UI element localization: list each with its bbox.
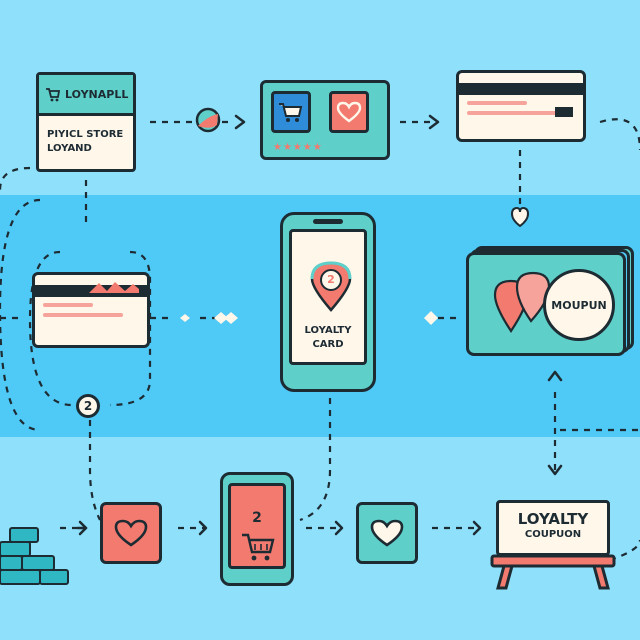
card-stripe: [459, 83, 583, 95]
phone-notch: [313, 219, 343, 224]
loyalty-coupon-line1: LOYALTY: [517, 510, 589, 528]
cart-phone: 2: [220, 472, 294, 586]
credit-card-top: [456, 70, 586, 142]
map-pin-icon: [493, 271, 551, 333]
store-card-line1: PIYICL STORE: [47, 129, 124, 140]
heart-tile-coral: [100, 502, 162, 564]
phone-screen: 2 LOYALTY CARD: [289, 229, 367, 365]
phone-badge-number: 2: [327, 273, 335, 286]
card-line: [467, 111, 557, 115]
coupon-card-stack: MOUPUN: [466, 246, 638, 356]
heart-icon: [336, 101, 362, 123]
heart-icon: [370, 519, 404, 547]
card-chip: [555, 107, 573, 117]
loyalty-card-label: LOYALTY CARD: [292, 324, 364, 352]
store-card-header: LOYNAPLL: [39, 75, 133, 116]
cart-icon: [242, 533, 275, 561]
heart-icon: [114, 519, 148, 547]
credit-card-left: [32, 272, 150, 348]
shop-tablet: ★★★★★: [260, 80, 390, 160]
coupon-seal-text: MOUPUN: [551, 298, 607, 312]
loyalty-card-line1: LOYALTY: [304, 325, 352, 336]
loyalty-card-phone: 2 LOYALTY CARD: [280, 212, 376, 392]
heart-tile-teal: [356, 502, 418, 564]
card-line: [43, 303, 93, 307]
coupon-layer-front: MOUPUN: [466, 252, 626, 356]
loyalty-coupon-sign: LOYALTY COUPUON: [496, 500, 610, 556]
mountain-icon: [89, 282, 139, 293]
cart-icon: [279, 103, 303, 122]
cart-phone-badge: 2: [252, 510, 262, 526]
map-pin-icon: [310, 261, 352, 312]
physical-store-card: LOYNAPLL PIYICL STORE LOYAND: [36, 72, 136, 172]
rating-stars-icon: ★★★★★: [273, 142, 323, 153]
cart-phone-screen: 2: [228, 483, 286, 569]
loyalty-card-line2: CARD: [312, 339, 344, 350]
store-card-line2: LOYAND: [47, 143, 92, 154]
step-badge: 2: [76, 394, 100, 418]
card-line: [467, 101, 527, 105]
store-card-caption: PIYICL STORE LOYAND: [39, 116, 133, 156]
loyalty-coupon-line2: COUPUON: [524, 529, 582, 540]
store-logo-text: LOYNAPLL: [65, 87, 129, 101]
heart-tile: [329, 91, 369, 133]
cart-tile: [271, 91, 311, 133]
coupon-seal: MOUPUN: [543, 269, 615, 341]
card-line: [43, 313, 123, 317]
cart-icon: [46, 88, 61, 102]
